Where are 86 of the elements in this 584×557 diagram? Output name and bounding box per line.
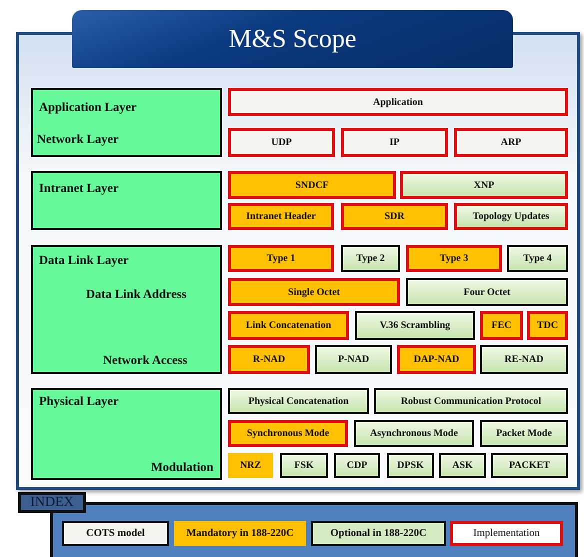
layer-box — [31, 245, 222, 374]
protocol-label: FSK — [294, 460, 314, 471]
protocol-box — [406, 278, 568, 306]
sublayer-label: Network Layer — [37, 132, 119, 147]
layer-box — [31, 388, 222, 480]
protocol-label: RE-NAD — [504, 354, 544, 365]
sublayer-label: Data Link Address — [86, 287, 186, 302]
protocol-box — [480, 311, 523, 340]
protocol-label: DPSK — [397, 460, 424, 471]
layer-box — [31, 88, 222, 157]
legend-key: Optional in 188-220C — [311, 521, 446, 546]
protocol-box — [480, 345, 568, 374]
protocol-label: Type 1 — [266, 253, 296, 264]
protocol-box — [341, 245, 400, 272]
protocol-box — [334, 453, 380, 478]
protocol-box — [355, 311, 475, 340]
protocol-label: Link Concatenation — [246, 320, 332, 331]
protocol-label: Asynchronous Mode — [370, 428, 458, 439]
protocol-box — [228, 420, 348, 447]
index-heading: INDEX — [18, 492, 86, 513]
protocol-label: Packet Mode — [496, 428, 552, 439]
protocol-box — [491, 453, 568, 478]
protocol-label: V.36 Scrambling — [380, 320, 450, 331]
protocol-label: CDP — [346, 460, 368, 471]
protocol-box — [527, 311, 568, 340]
protocol-box — [480, 420, 568, 447]
protocol-box — [228, 278, 400, 306]
protocol-label: Type 2 — [356, 253, 385, 264]
sublayer-label: Modulation — [151, 460, 214, 475]
protocol-box — [374, 388, 568, 414]
protocol-label: Type 4 — [523, 253, 552, 264]
protocol-label: Robust Communication Protocol — [400, 396, 542, 406]
protocol-box — [507, 245, 568, 272]
protocol-box — [228, 345, 310, 374]
protocol-label: Type 3 — [440, 253, 468, 264]
protocol-label: Intranet Header — [246, 211, 316, 222]
protocol-box — [228, 128, 335, 157]
protocol-label: ARP — [500, 137, 522, 148]
protocol-label: NRZ — [240, 460, 262, 471]
protocol-label: SDR — [384, 211, 404, 222]
protocol-label: UDP — [271, 137, 292, 148]
protocol-label: PACKET — [509, 460, 550, 471]
protocol-box — [341, 128, 448, 157]
protocol-box — [228, 88, 568, 116]
protocol-box — [397, 345, 476, 374]
protocol-label: IP — [390, 137, 400, 148]
legend-key: Implementation — [450, 521, 563, 546]
protocol-box — [454, 203, 568, 230]
protocol-box — [228, 171, 396, 199]
protocol-label: Physical Concatenation — [248, 396, 349, 406]
protocol-box — [228, 453, 273, 478]
protocol-label: P-NAD — [338, 354, 370, 365]
protocol-box — [228, 311, 349, 340]
protocol-label: DAP-NAD — [414, 354, 460, 365]
protocol-label: Synchronous Mode — [246, 428, 330, 439]
layer-heading: Intranet Layer — [39, 181, 118, 196]
protocol-label: Topology Updates — [472, 211, 550, 222]
protocol-box — [406, 245, 502, 272]
protocol-label: ASK — [452, 460, 473, 471]
protocol-box — [354, 420, 474, 447]
protocol-box — [228, 203, 334, 230]
protocol-box — [315, 345, 392, 374]
protocol-label: Four Octet — [464, 286, 510, 298]
protocol-box — [400, 171, 568, 199]
legend-key: Mandatory in 188-220C — [174, 521, 306, 546]
protocol-label: Single Octet — [288, 286, 340, 298]
protocol-box — [228, 245, 334, 272]
sublayer-label: Network Access — [103, 353, 188, 368]
legend-key: COTS model — [62, 521, 169, 546]
protocol-box — [387, 453, 434, 478]
protocol-box — [280, 453, 328, 478]
protocol-label: Application — [372, 96, 423, 108]
protocol-box — [454, 128, 568, 157]
protocol-box — [228, 388, 369, 414]
title: M&S Scope — [228, 24, 356, 54]
layer-heading: Physical Layer — [39, 394, 119, 409]
protocol-label: SNDCF — [295, 180, 329, 190]
protocol-label: R-NAD — [252, 354, 286, 365]
protocol-label: XNP — [474, 180, 494, 190]
protocol-box — [341, 203, 448, 230]
protocol-label: FEC — [492, 320, 512, 331]
protocol-box — [439, 453, 486, 478]
protocol-label: TDC — [536, 320, 558, 331]
layer-heading: Data Link Layer — [39, 253, 129, 268]
layer-box — [31, 171, 222, 230]
layer-heading: Application Layer — [39, 100, 137, 115]
